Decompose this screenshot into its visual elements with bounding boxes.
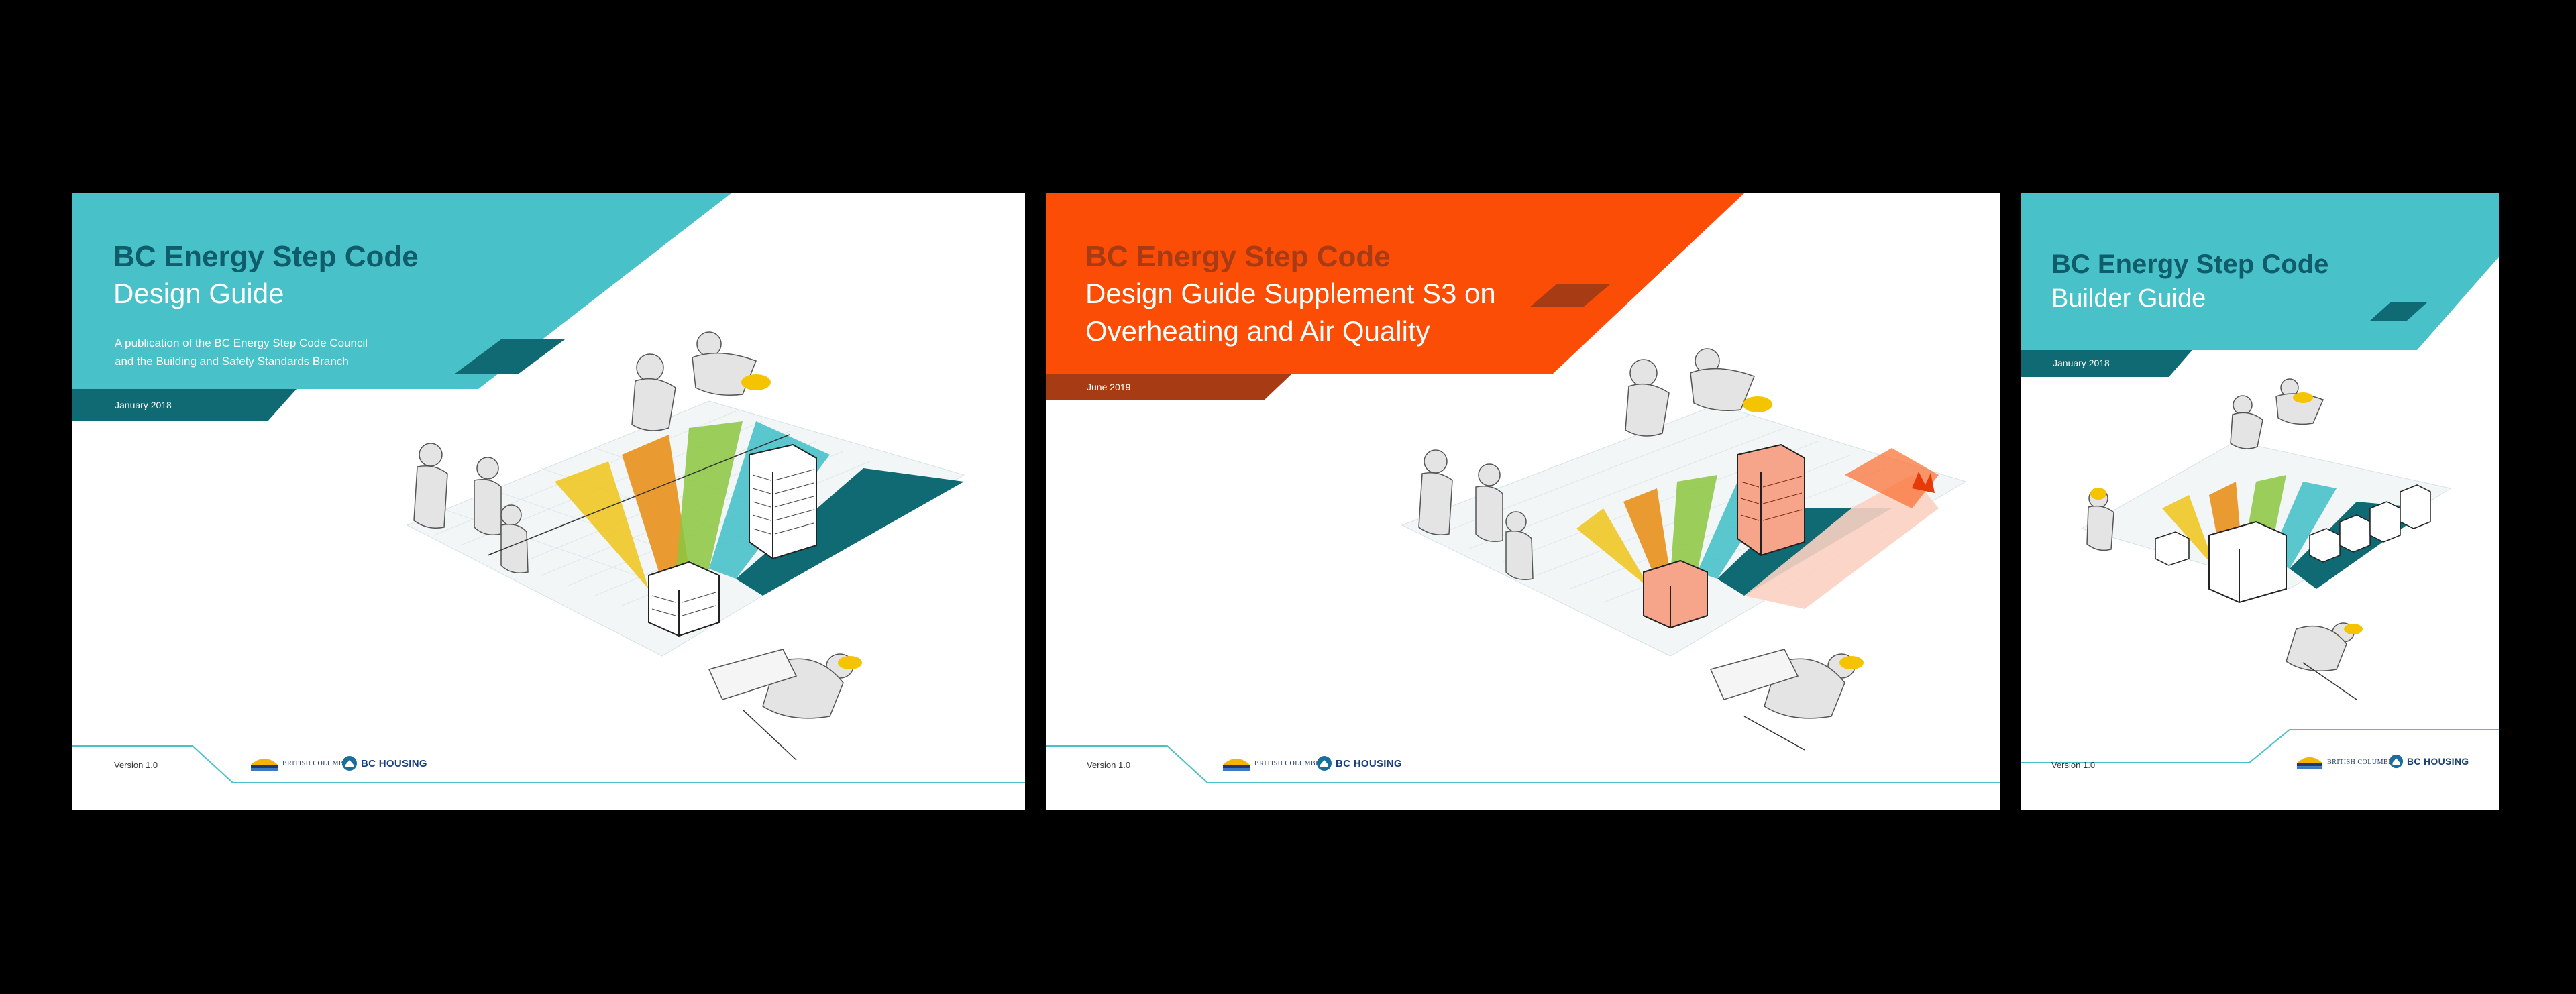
- builder-guide-cover: BC Energy Step Code Builder Guide Januar…: [2021, 193, 2499, 810]
- cover-title: BC Energy Step Code: [2051, 250, 2329, 279]
- cover-subtitle-line: Design Guide Supplement S3 on: [1085, 278, 1496, 309]
- bc-housing-logo-icon: [2389, 754, 2404, 769]
- bc-housing-logo-icon: [1317, 756, 1332, 771]
- bc-housing-logo: BC HOUSING: [1316, 755, 1402, 771]
- bc-housing-wordmark: BC HOUSING: [361, 757, 427, 769]
- version-label: Version 1.0: [2051, 760, 2096, 770]
- bc-housing-logo: BC HOUSING: [2389, 754, 2469, 769]
- bc-government-logo: BRITISH COLUMBIA: [1222, 755, 1324, 773]
- cover-background: [72, 193, 1025, 783]
- publication-date: January 2018: [115, 400, 172, 410]
- cover-title: BC Energy Step Code: [1085, 240, 1391, 273]
- bc-housing-wordmark: BC HOUSING: [1336, 757, 1402, 769]
- isometric-illustration: [2080, 378, 2452, 700]
- cover-subtitle-line: Overheating and Air Quality: [1085, 315, 1430, 347]
- cover-title: BC Energy Step Code: [113, 240, 419, 273]
- bc-government-wordmark: BRITISH COLUMBIA: [1254, 760, 1324, 767]
- cover-subtitle-line: Builder Guide: [2051, 284, 2206, 313]
- bc-government-wordmark: BRITISH COLUMBIA: [282, 760, 352, 767]
- publication-line: A publication of the BC Energy Step Code…: [115, 337, 368, 349]
- version-label: Version 1.0: [114, 760, 158, 770]
- bc-housing-logo: BC HOUSING: [341, 755, 427, 771]
- bc-housing-logo-icon: [342, 756, 357, 771]
- publication-statement: A publication of the BC Energy Step Code…: [115, 334, 490, 370]
- isometric-illustration: [1401, 348, 1967, 751]
- design-guide-supplement-cover: BC Energy Step Code Design Guide Supplem…: [1046, 193, 2000, 810]
- cover-background: [2021, 193, 2499, 763]
- cover-background: [1046, 193, 2000, 783]
- version-label: Version 1.0: [1087, 760, 1131, 770]
- publication-date: January 2018: [2053, 357, 2110, 368]
- isometric-illustration: [406, 331, 965, 761]
- publication-date: June 2019: [1087, 382, 1131, 392]
- bc-government-logo-icon: [1223, 759, 1250, 771]
- design-guide-cover: BC Energy Step Code Design Guide A publi…: [72, 193, 1025, 810]
- bc-government-logo: BRITISH COLUMBIA: [2296, 754, 2396, 771]
- bc-government-logo: BRITISH COLUMBIA: [250, 755, 352, 773]
- bc-government-logo-icon: [251, 759, 278, 771]
- bc-housing-wordmark: BC HOUSING: [2407, 756, 2469, 767]
- publication-line: and the Building and Safety Standards Br…: [115, 355, 349, 368]
- cover-subtitle-line: Design Guide: [113, 278, 284, 309]
- bc-government-wordmark: BRITISH COLUMBIA: [2327, 758, 2396, 766]
- bc-government-logo-icon: [2296, 757, 2323, 769]
